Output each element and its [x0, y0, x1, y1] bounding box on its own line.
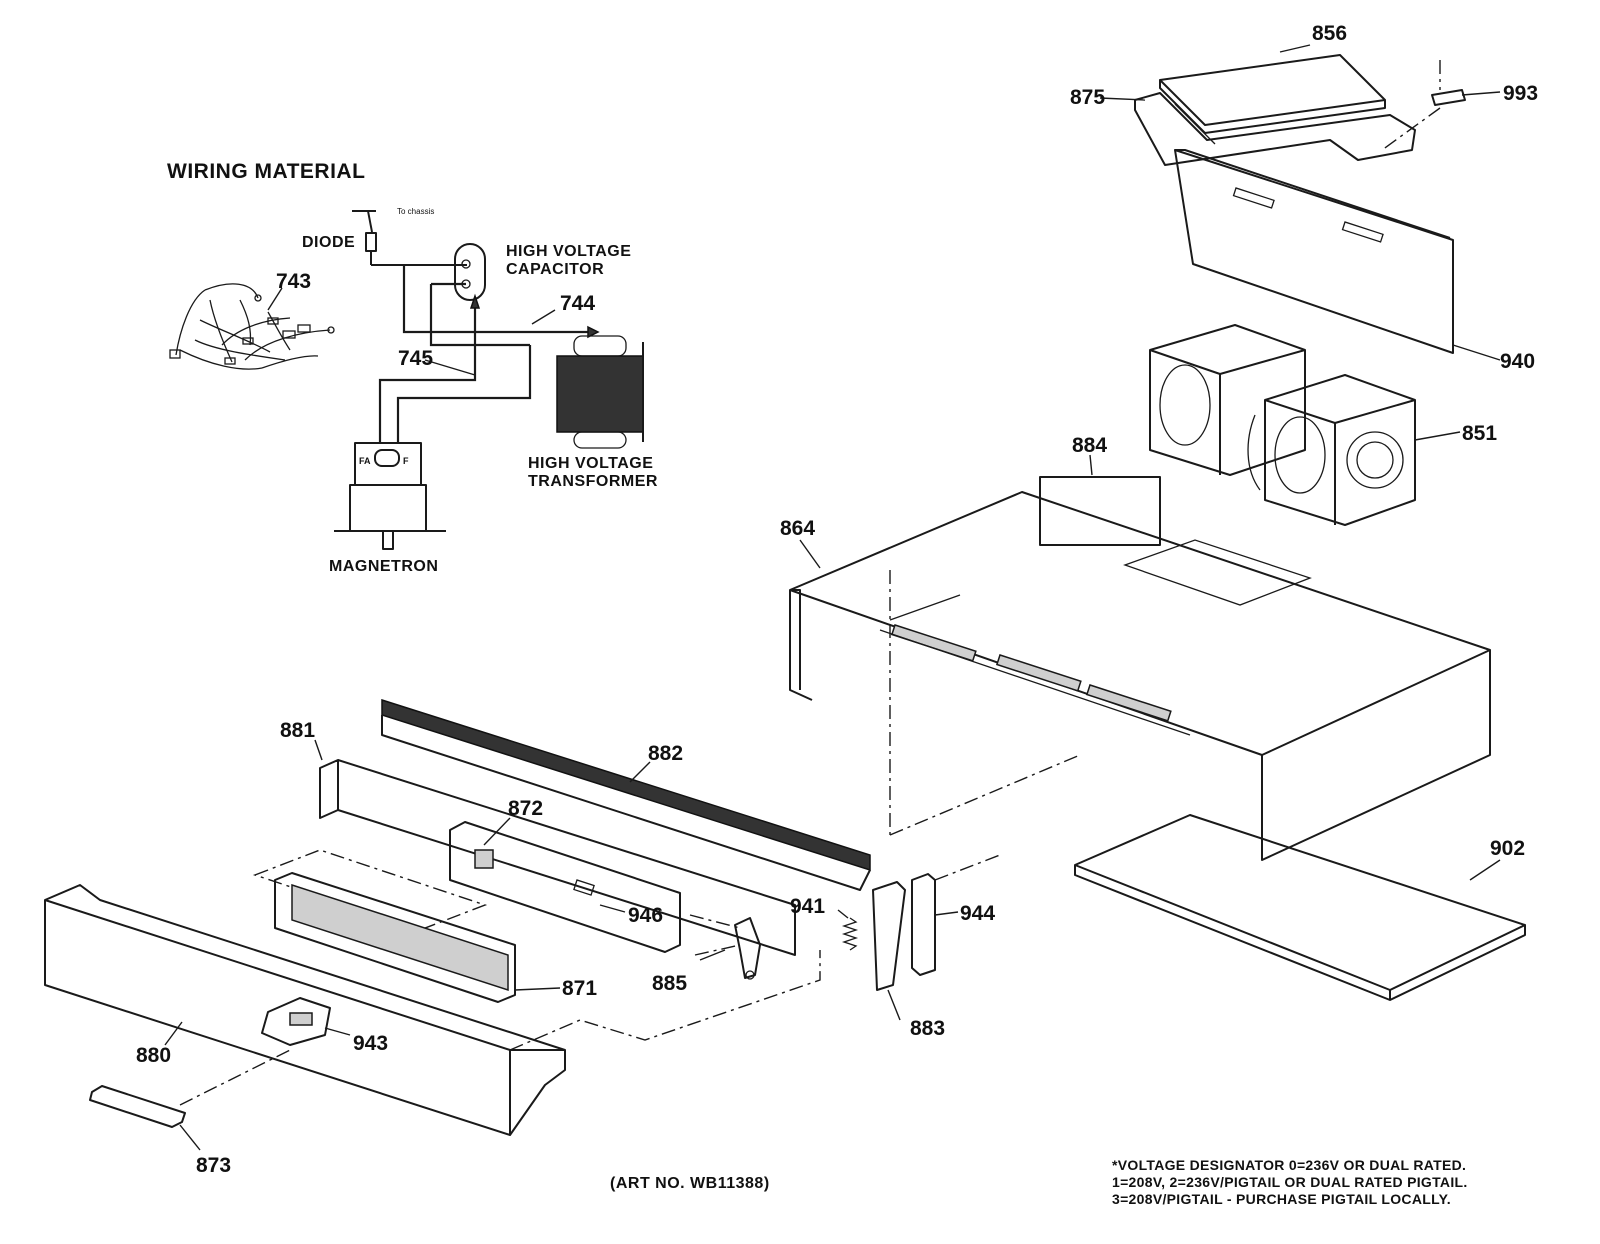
part-label-851: 851 [1462, 422, 1497, 445]
part-label-856: 856 [1312, 22, 1347, 45]
hv-capacitor: HIGH VOLTAGE CAPACITOR [454, 243, 631, 301]
part-label-864: 864 [780, 517, 815, 540]
hv-transformer: HIGH VOLTAGE TRANSFORMER [528, 335, 658, 490]
part-label-880: 880 [136, 1044, 171, 1067]
hv-transformer-label-1: HIGH VOLTAGE [528, 455, 653, 472]
part-label-993: 993 [1503, 82, 1538, 105]
part-label-943: 943 [353, 1032, 388, 1055]
hv-wires: 744 745 [378, 265, 600, 443]
hv-capacitor-label-2: CAPACITOR [506, 261, 604, 278]
part-label-883: 883 [910, 1017, 945, 1040]
part-label-940: 940 [1500, 350, 1535, 373]
to-chassis-label: To chassis [397, 207, 434, 216]
diode-label: DIODE [302, 234, 355, 251]
magnetron-label: MAGNETRON [329, 558, 438, 575]
part-label-885: 885 [652, 972, 687, 995]
part-label-944: 944 [960, 902, 995, 925]
part-label-743: 743 [276, 270, 311, 293]
panel-940: 940 [1174, 149, 1535, 373]
grille-871: 871 [252, 849, 597, 1003]
voltage-designator-note: *VOLTAGE DESIGNATOR 0=236V OR DUAL RATED… [1112, 1157, 1468, 1207]
wire-harness-743: 743 [169, 270, 335, 370]
voltage-note-line-1: *VOLTAGE DESIGNATOR 0=236V OR DUAL RATED… [1112, 1157, 1466, 1173]
side-bracket-881: 881 [280, 719, 796, 956]
wiring-material-section: WIRING MATERIAL 743 [167, 160, 658, 575]
part-label-941: 941 [790, 895, 825, 918]
latch-885: 885 [652, 914, 761, 995]
terminal-fa-label: FA [359, 456, 371, 466]
part-label-745: 745 [398, 347, 433, 370]
bracket-944: 944 [911, 854, 1001, 976]
vent-damper-856-875: 856 875 [1070, 22, 1416, 166]
part-label-882: 882 [648, 742, 683, 765]
handle-873: 873 [89, 1049, 291, 1177]
end-cap-883: 883 [872, 881, 945, 1040]
spring-941: 941 [790, 895, 859, 951]
voltage-note-line-3: 3=208V/PIGTAIL - PURCHASE PIGTAIL LOCALL… [1112, 1191, 1451, 1207]
blower-assembly-851: 851 [1149, 324, 1497, 526]
clip-993: 993 [1381, 60, 1538, 151]
voltage-note-line-2: 1=208V, 2=236V/PIGTAIL OR DUAL RATED PIG… [1112, 1174, 1468, 1190]
hv-capacitor-label-1: HIGH VOLTAGE [506, 243, 631, 260]
part-label-872: 872 [508, 797, 543, 820]
art-number: (ART NO. WB11388) [610, 1175, 770, 1192]
magnetron: FA F MAGNETRON [329, 442, 446, 575]
terminal-f-label: F [403, 456, 409, 466]
trim-strip-882: 882 [381, 698, 871, 891]
part-label-946: 946 [628, 904, 663, 927]
bottom-tray-902: 902 [1074, 814, 1526, 1001]
part-label-744: 744 [560, 292, 595, 315]
part-label-873: 873 [196, 1154, 231, 1177]
cabinet-864: 884 864 [780, 434, 1491, 861]
control-board-872: 872 946 [449, 797, 681, 953]
wiring-title: WIRING MATERIAL [167, 160, 365, 183]
front-panel-880: 943 880 [44, 884, 821, 1136]
part-label-871: 871 [562, 977, 597, 1000]
hv-transformer-label-2: TRANSFORMER [528, 473, 658, 490]
part-label-884: 884 [1072, 434, 1107, 457]
part-label-881: 881 [280, 719, 315, 742]
diode-symbol: To chassis DIODE [302, 207, 467, 266]
part-label-902: 902 [1490, 837, 1525, 860]
part-label-875: 875 [1070, 86, 1105, 109]
